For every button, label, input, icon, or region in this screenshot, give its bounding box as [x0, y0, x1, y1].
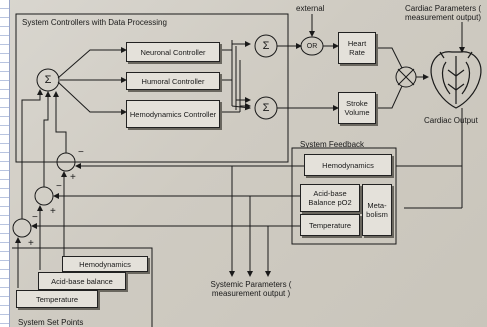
sign-minus-hemo: − [78, 147, 84, 158]
sign-minus-acid: − [56, 181, 62, 192]
setpoint-acid-base-box: Acid-base balance [38, 272, 126, 290]
feedback-metabolism-box: Meta-bolism [362, 184, 392, 236]
sign-plus-acid: + [50, 206, 56, 217]
system-feedback-title: System Feedback [300, 140, 365, 149]
system-controllers-panel [15, 13, 289, 163]
external-label: external [296, 4, 325, 13]
neuronal-controller-box: Neuronal Controller [126, 42, 220, 62]
comparator-temperature [12, 218, 32, 238]
feedback-acid-base-box: Acid-base Balance pO2 [300, 184, 360, 212]
system-set-points-title: System Set Points [18, 318, 84, 327]
or-gate-label: OR [306, 43, 318, 50]
sign-plus-temp: + [28, 238, 34, 249]
sum-symbol-lower: Σ [262, 102, 270, 114]
sum-symbol-main: Σ [44, 74, 52, 86]
sign-minus-temp: − [32, 212, 38, 223]
feedback-hemodynamics-box: Hemodynamics [304, 154, 392, 176]
setpoint-temperature-box: Temperature [16, 290, 98, 308]
sum-symbol-upper: Σ [262, 40, 270, 52]
sign-plus-hemo: + [70, 172, 76, 183]
system-set-points-panel [12, 247, 153, 327]
heart-rate-box: Heart Rate [338, 32, 376, 64]
heart-icon [430, 51, 482, 109]
system-controllers-title: System Controllers with Data Processing [22, 18, 167, 27]
setpoint-hemodynamics-box: Hemodynamics [62, 256, 148, 272]
cardiac-parameters-label: Cardiac Parameters ( measurement output) [404, 4, 482, 22]
systemic-parameters-label: Systemic Parameters ( measurement output… [210, 280, 292, 298]
humoral-controller-box: Humoral Controller [126, 72, 220, 90]
feedback-temperature-box: Temperature [300, 214, 360, 236]
stroke-volume-box: Stroke Volume [338, 92, 376, 124]
comparator-acid-base [34, 186, 54, 206]
cardiac-output-label: Cardiac Output [424, 116, 478, 125]
hemodynamics-controller-box: Hemodynamics Controller [126, 100, 220, 128]
